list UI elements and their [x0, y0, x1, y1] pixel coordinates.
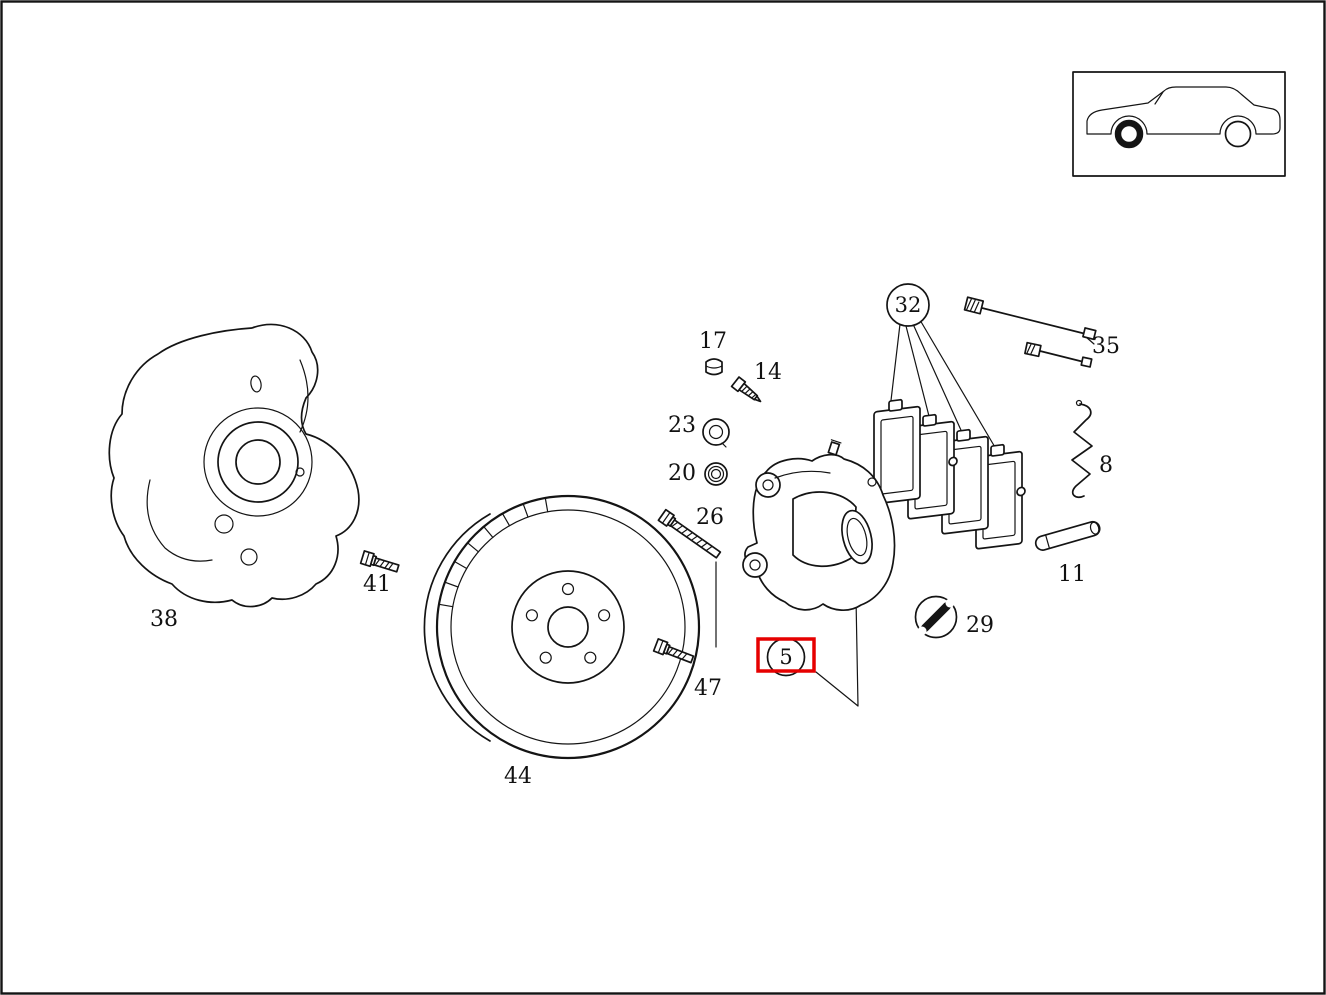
disc-rim-vent-hatching: [438, 497, 549, 608]
part-callout-44[interactable]: 44: [504, 764, 532, 789]
cap-17-drawing: [705, 358, 723, 376]
brake-disc-drawing: [423, 494, 701, 760]
part-callout-5[interactable]: 5: [756, 637, 816, 677]
washer-20-drawing: [704, 462, 728, 486]
part-callout-17[interactable]: 17: [699, 329, 727, 354]
screw-14-drawing: [730, 376, 762, 403]
retaining-spring-drawing: [1071, 399, 1093, 499]
selected-part-highlight: [756, 637, 816, 673]
car-side-silhouette-icon: [1086, 86, 1281, 135]
bolt-41-drawing: [359, 550, 400, 573]
windshield-line: [1154, 91, 1164, 105]
part-callout-5-label: 5: [779, 645, 792, 669]
part-callout-41[interactable]: 41: [363, 572, 391, 597]
bleeder-screw-drawing: [827, 439, 842, 456]
guide-pin-drawing: [1034, 520, 1101, 551]
vehicle-location-inset: [1072, 71, 1286, 177]
rear-wheel-icon: [1224, 120, 1252, 148]
bolt-47-drawing: [652, 638, 695, 664]
part-callout-47[interactable]: 47: [694, 676, 722, 701]
part-callout-23[interactable]: 23: [668, 413, 696, 438]
part-callout-8[interactable]: 8: [1099, 453, 1113, 478]
part-callout-11[interactable]: 11: [1058, 562, 1086, 587]
inset-frame: [1072, 71, 1286, 177]
part-callout-38[interactable]: 38: [150, 607, 178, 632]
part-callout-32[interactable]: 32: [886, 283, 930, 327]
part-callout-35[interactable]: 35: [1092, 334, 1120, 359]
diagram-leader-lines: [715, 319, 1095, 707]
front-wheel-highlight-ring: [1114, 119, 1144, 149]
wrench-symbol: [914, 595, 958, 639]
brake-caliper-drawing: [742, 439, 896, 611]
brake-pads-drawing: [873, 398, 1026, 550]
splash-shield-drawing: [108, 323, 360, 608]
part-callout-29[interactable]: 29: [966, 613, 994, 638]
part-callout-14[interactable]: 14: [754, 360, 782, 385]
part-callout-32-label: 32: [895, 293, 922, 317]
wear-sensor-drawing: [963, 296, 1097, 368]
part-callout-26[interactable]: 26: [696, 505, 724, 530]
ring-23-drawing: [702, 418, 730, 448]
guide-bolt-26-drawing: [657, 508, 722, 559]
wrench-icon: [921, 602, 951, 632]
part-callout-20[interactable]: 20: [668, 461, 696, 486]
